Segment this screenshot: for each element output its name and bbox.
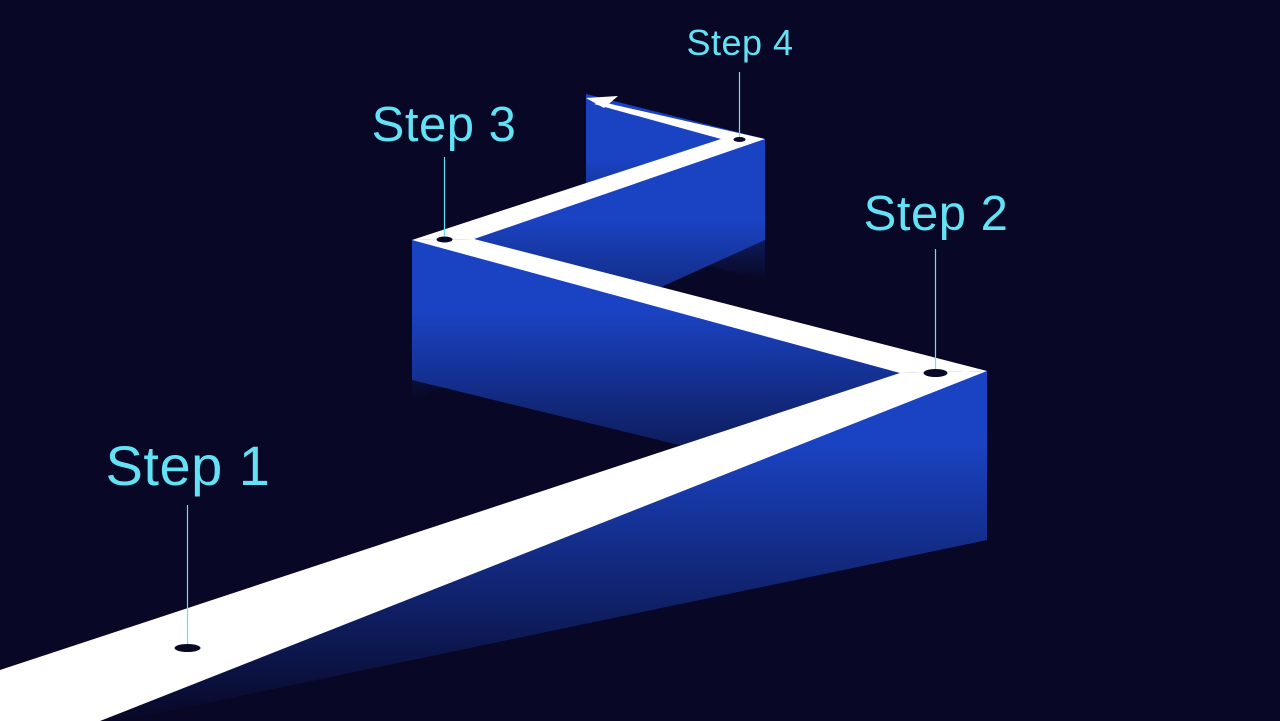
step-3-label: Step 3	[372, 98, 517, 152]
step-4-marker	[733, 72, 746, 142]
path-segment-2	[412, 239, 987, 373]
step-4-label: Step 4	[686, 22, 793, 63]
path-arrowhead	[586, 96, 618, 108]
step-1-label: Step 1	[106, 434, 271, 497]
step-2-label: Step 2	[864, 187, 1009, 241]
path-segment-1	[0, 371, 987, 721]
path-segment-4	[594, 102, 765, 139]
path-segment-3	[412, 139, 765, 240]
step-1-marker	[174, 505, 201, 652]
step-3-marker	[436, 157, 453, 243]
step-2-marker	[923, 249, 948, 377]
